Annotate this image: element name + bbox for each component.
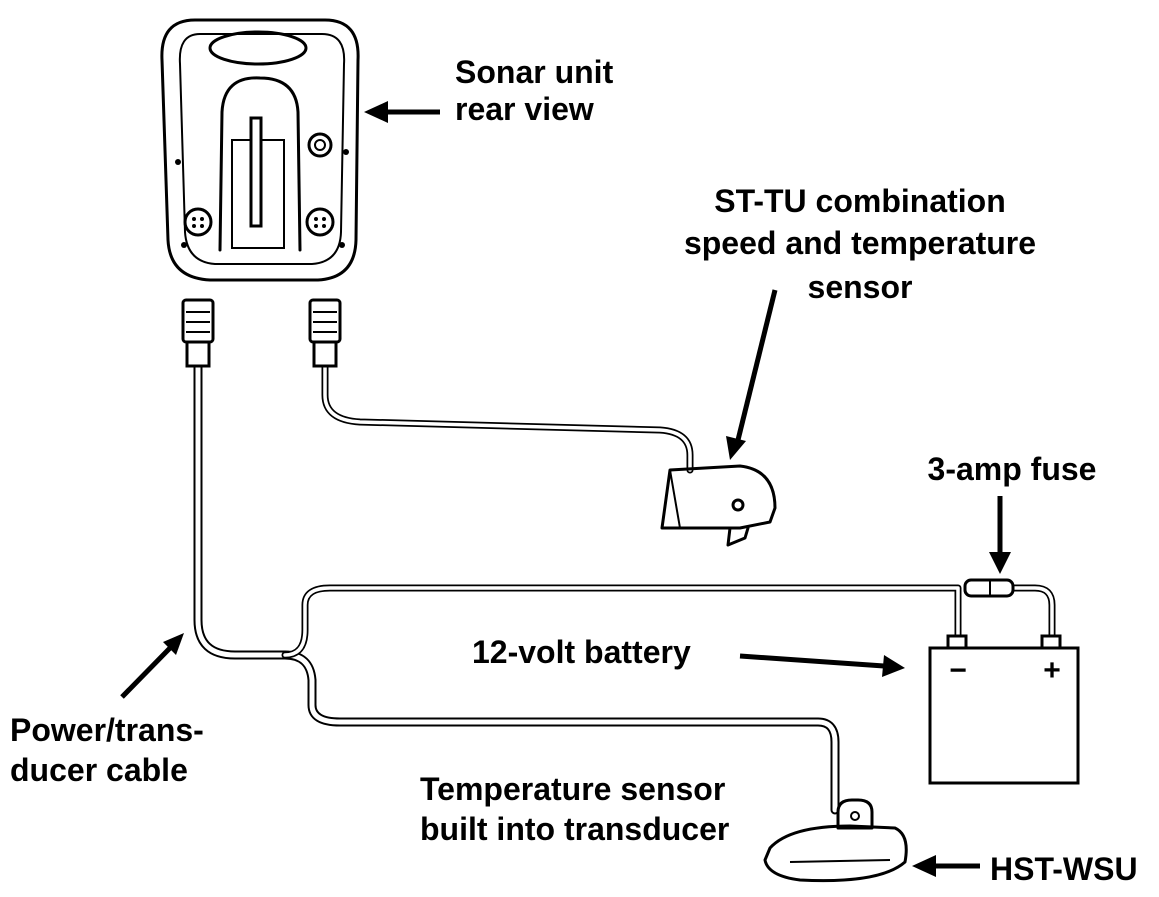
arrow-sttu	[726, 289, 778, 460]
label-temp-line1: Temperature sensor	[420, 771, 725, 807]
label-sttu-line3: sensor	[808, 269, 913, 305]
sonar-unit	[160, 18, 360, 282]
arrow-battery	[739, 653, 905, 677]
hst-wsu-transducer	[763, 798, 908, 883]
st-tu-sensor	[660, 464, 777, 547]
fuse-holder	[963, 578, 1015, 598]
label-sonar-line1: Sonar unit	[455, 54, 614, 90]
label-temp-line2: built into transducer	[420, 811, 729, 847]
sensor-plug	[308, 298, 342, 368]
label-cable-line2: ducer cable	[10, 752, 188, 788]
transducer-plug	[181, 298, 215, 368]
battery-positive-terminal: +	[1043, 654, 1061, 687]
arrow-hst	[912, 855, 980, 877]
arrow-fuse	[989, 496, 1011, 574]
label-sttu-line2: speed and temperature	[684, 225, 1036, 261]
label-battery: 12-volt battery	[472, 634, 691, 670]
label-hst: HST-WSU	[990, 851, 1138, 887]
battery-negative-terminal: −	[949, 654, 967, 687]
arrow-sonar	[364, 101, 440, 123]
arrow-cable	[120, 633, 184, 699]
label-cable-line1: Power/trans-	[10, 712, 204, 748]
battery: − +	[928, 634, 1080, 785]
label-fuse: 3-amp fuse	[928, 451, 1097, 487]
sensor-cable	[321, 361, 694, 474]
label-sonar-line2: rear view	[455, 91, 594, 127]
power-transducer-cable	[193, 360, 840, 815]
label-sttu-line1: ST-TU combination	[714, 183, 1006, 219]
battery-wires	[281, 584, 1056, 659]
